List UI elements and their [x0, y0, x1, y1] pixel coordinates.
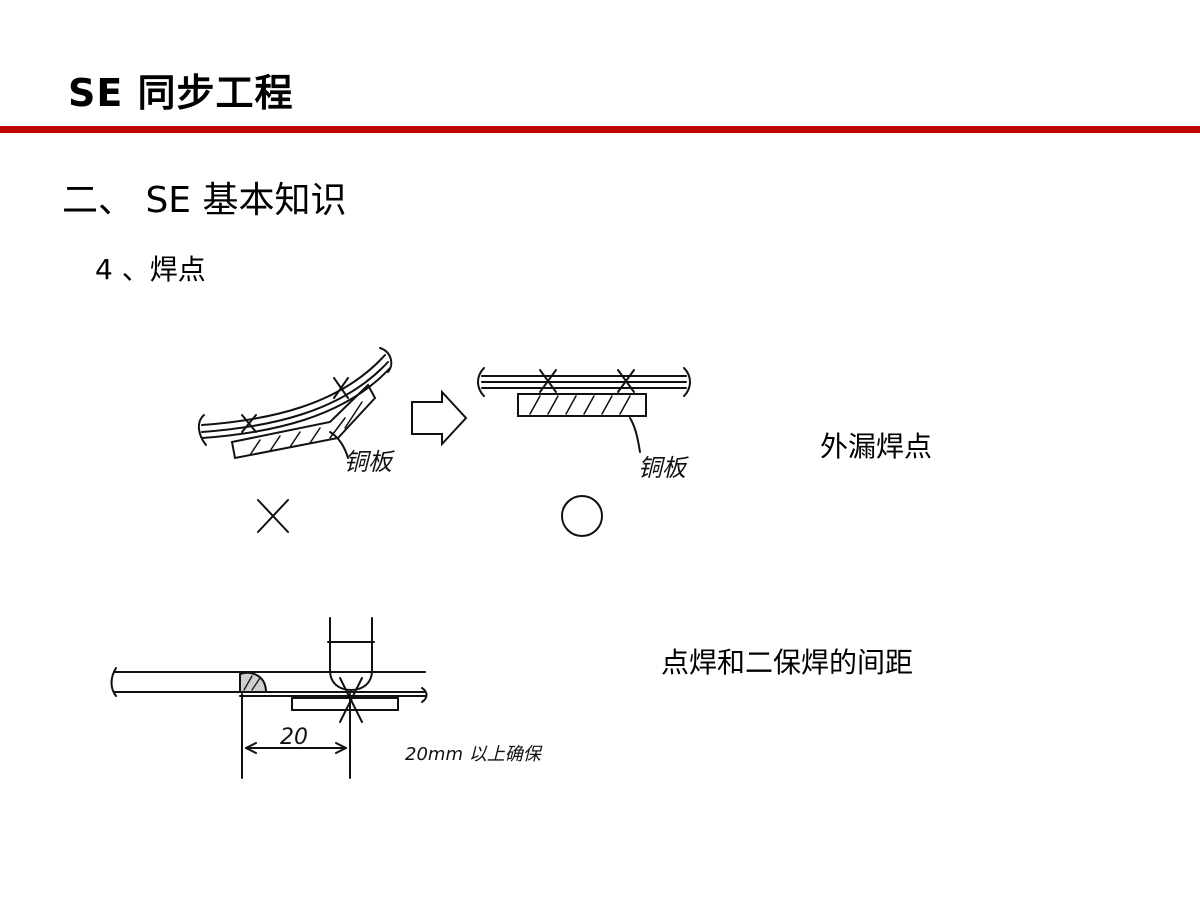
title-divider	[0, 126, 1200, 133]
slide-title: SE 同步工程	[68, 71, 294, 115]
spacing-note: 20mm 以上确保	[405, 744, 543, 765]
right-copper-plate-label: 铜板	[638, 454, 689, 482]
outer-leak-weld-caption: 外漏焊点	[820, 430, 933, 463]
weld-spacing-caption: 点焊和二保焊的间距	[661, 646, 914, 679]
left-copper-plate-label: 铜板	[344, 448, 395, 476]
sub-heading: 4 、焊点	[95, 253, 206, 286]
section-heading: 二、 SE 基本知识	[62, 180, 347, 221]
outer-leak-weld-sketch: 铜板 铜板	[198, 347, 691, 537]
dimension-value: 20	[280, 725, 308, 750]
weld-spacing-sketch: 20 20mm 以上确保	[110, 617, 543, 779]
